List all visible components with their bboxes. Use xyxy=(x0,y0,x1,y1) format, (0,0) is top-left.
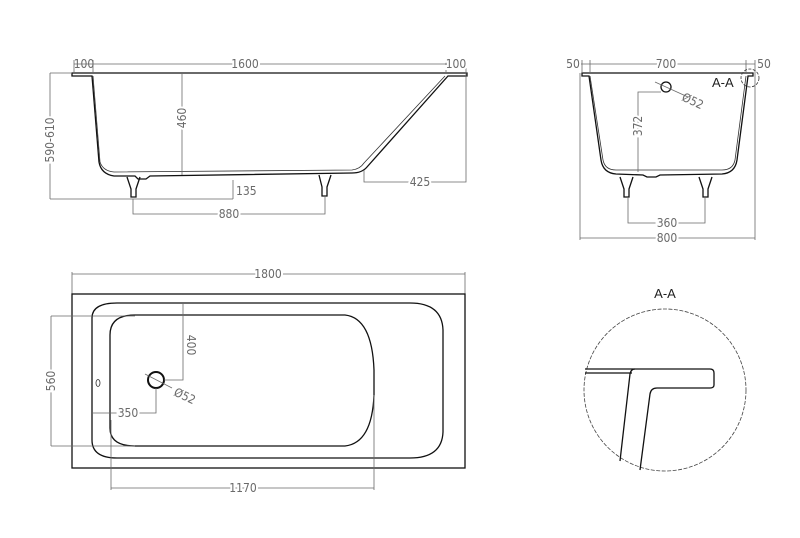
dim-plan-drain-diameter: Ø52 xyxy=(172,385,198,407)
section-marker-circle xyxy=(740,68,760,88)
side-view-leg-right xyxy=(318,174,332,197)
dim-side-depth: 460 xyxy=(175,108,189,129)
dim-front-right-rim: 50 xyxy=(757,57,771,71)
plan-view-inner-rim xyxy=(91,302,444,459)
dim-front-inner-width: 700 xyxy=(656,57,677,71)
front-view-tub-outline xyxy=(581,72,754,178)
plan-view: 1800 560 400 Ø52 350 1170 xyxy=(42,265,466,497)
dim-plan-drain-offset-x: 350 xyxy=(118,406,139,420)
side-view-inner-wall xyxy=(92,75,446,173)
front-view-leg-right xyxy=(698,176,713,198)
front-view-inner-wall xyxy=(589,75,747,171)
dim-side-leg-height: 135 xyxy=(236,184,257,198)
dim-front-leg-spacing: 360 xyxy=(657,216,678,230)
detail-wall-profile xyxy=(585,368,636,462)
detail-circle xyxy=(583,308,747,472)
dim-front-left-rim: 50 xyxy=(566,57,580,71)
dim-side-left-rim: 100 xyxy=(74,57,95,71)
detail-title: A-A xyxy=(654,286,676,301)
dim-plan-drain-offset-y: 400 xyxy=(184,335,198,356)
side-view-tub-outline xyxy=(71,72,468,180)
plan-overflow-icon xyxy=(95,379,101,387)
dim-front-overflow-diameter: Ø52 xyxy=(680,90,706,112)
dim-side-inner-length: 1600 xyxy=(231,57,259,71)
detail-section-a-a: A-A xyxy=(583,286,747,472)
dim-side-leg-spacing: 880 xyxy=(219,207,240,221)
detail-rim-profile xyxy=(585,368,715,471)
section-label: A-A xyxy=(712,75,734,90)
front-view-leg-left xyxy=(619,176,634,198)
side-view-leg-left xyxy=(126,176,141,198)
plan-view-basin xyxy=(109,314,375,447)
dim-plan-basin-length: 1170 xyxy=(229,481,257,495)
front-view: Ø52 372 50 700 50 A-A 360 800 xyxy=(566,55,771,247)
dim-front-overflow-height: 372 xyxy=(631,116,645,137)
dim-plan-total-length: 1800 xyxy=(254,267,282,281)
dim-front-total-width: 800 xyxy=(657,231,678,245)
dim-side-slope-offset: 425 xyxy=(410,175,431,189)
overflow-hole-icon xyxy=(660,81,672,93)
plan-view-outer-rim xyxy=(71,293,466,469)
dim-side-total-height: 590-610 xyxy=(43,117,57,162)
dim-plan-basin-width: 560 xyxy=(44,371,58,392)
dim-side-right-rim: 100 xyxy=(446,57,467,71)
side-view: 100 1600 100 460 590-610 135 880 425 xyxy=(41,55,468,223)
